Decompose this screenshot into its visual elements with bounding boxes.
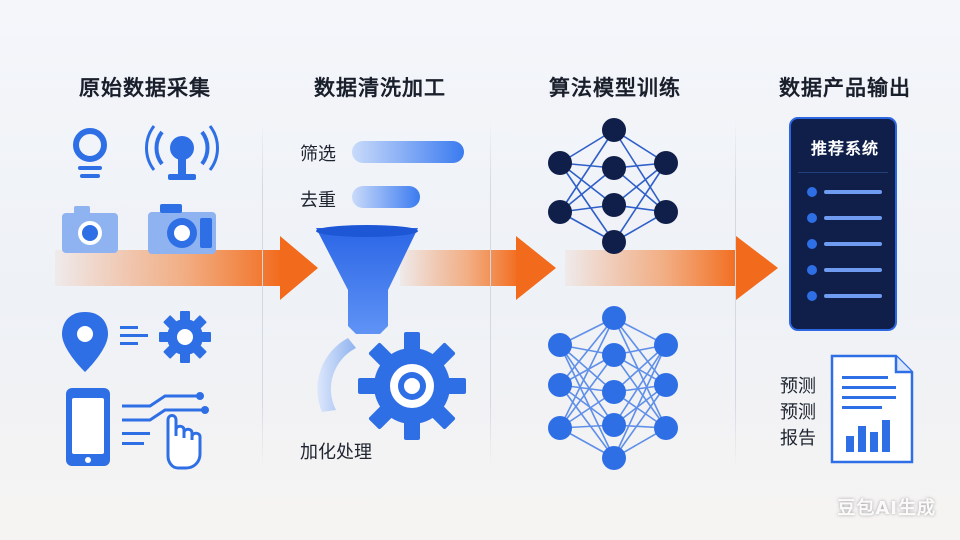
dedupe-label: 去重 [300, 190, 336, 211]
dedupe-bar [352, 186, 420, 208]
recommendation-list [807, 187, 882, 301]
list-row [824, 216, 882, 220]
report-line-3: 报告 [780, 428, 816, 449]
network-node [654, 373, 678, 397]
network-edge [613, 354, 667, 429]
network-node [654, 200, 678, 224]
network-node [548, 333, 572, 357]
filter-label: 筛选 [300, 144, 336, 165]
network-edge [559, 129, 615, 213]
sensor-icon [73, 128, 107, 178]
network-edge [613, 344, 667, 426]
network-node [602, 306, 626, 330]
stage-divider [262, 120, 263, 470]
network-edge [559, 344, 615, 426]
network-node [602, 230, 626, 254]
network-node [602, 380, 626, 404]
list-bullet [807, 291, 817, 301]
flow-arrow-1 [55, 236, 318, 300]
processing-arc [317, 338, 356, 412]
network-edge [613, 317, 667, 386]
network-node [548, 200, 572, 224]
neural-network-blue [548, 306, 678, 470]
network-edge [613, 317, 667, 429]
network-node [602, 193, 626, 217]
data-lines-icon [120, 326, 148, 345]
list-row [824, 294, 882, 298]
touch-gesture-icon [122, 392, 209, 470]
phone-title: 推荐系统 [810, 139, 879, 158]
neural-network-dark [548, 118, 678, 254]
report-document-icon [830, 354, 914, 464]
filter-bar [352, 141, 464, 163]
smartphone-icon [66, 388, 110, 466]
camera-icon-2 [148, 204, 216, 254]
network-edge [613, 344, 667, 459]
network-edge [559, 317, 615, 386]
network-node [602, 413, 626, 437]
network-node [602, 118, 626, 142]
processing-label: 加化处理 [300, 442, 372, 463]
settings-gear-icon [159, 311, 211, 363]
stage-title-collection: 原始数据采集 [79, 76, 211, 100]
watermark: 豆包AI生成 [837, 498, 936, 519]
camera-icon [62, 206, 118, 253]
list-bullet [807, 187, 817, 197]
processing-gear-icon [358, 332, 466, 440]
stage-divider [735, 120, 736, 470]
network-edge [559, 162, 615, 243]
report-line-1: 预测 [780, 376, 816, 397]
list-bullet [807, 265, 817, 275]
network-edge [559, 344, 615, 459]
network-edge [613, 129, 667, 213]
network-node [602, 156, 626, 180]
list-row [824, 190, 882, 194]
list-row [824, 242, 882, 246]
stage-title-training: 算法模型训练 [549, 76, 681, 100]
network-edge [613, 162, 667, 243]
flow-arrow-2 [400, 236, 556, 300]
network-node [602, 343, 626, 367]
network-node [654, 151, 678, 175]
network-node [602, 446, 626, 470]
network-node [548, 373, 572, 397]
network-edge [559, 317, 615, 429]
network-node [548, 416, 572, 440]
list-bullet [807, 239, 817, 249]
report-line-2: 预测 [780, 402, 816, 423]
network-edge [559, 354, 615, 429]
funnel-icon [316, 225, 418, 334]
phone-device [789, 117, 897, 331]
flow-arrow-3 [565, 236, 778, 300]
list-row [824, 268, 882, 272]
broadcast-tower-icon [144, 125, 220, 180]
network-edge [613, 384, 667, 459]
network-edge [559, 384, 615, 459]
stage-divider [490, 120, 491, 470]
location-pin-icon [62, 312, 108, 372]
stage-title-cleaning: 数据清洗加工 [314, 76, 446, 100]
network-node [654, 333, 678, 357]
list-bullet [807, 213, 817, 223]
stage-title-output: 数据产品输出 [779, 76, 911, 100]
network-node [654, 416, 678, 440]
network-node [548, 151, 572, 175]
